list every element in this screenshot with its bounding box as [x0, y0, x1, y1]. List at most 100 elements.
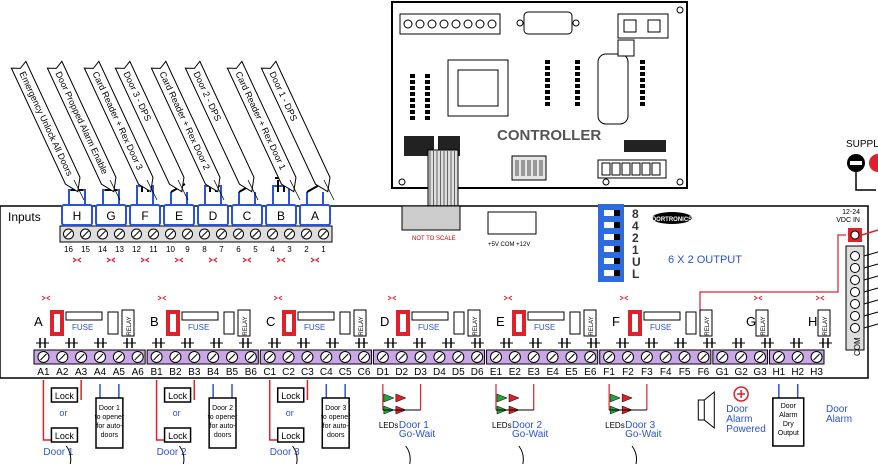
- opener3-label-line: doors: [327, 432, 345, 439]
- door2-label: Door 2: [157, 447, 187, 458]
- terminal-label: E1: [490, 367, 503, 378]
- not-to-scale-label: NOT TO SCALE: [412, 236, 456, 242]
- relay-label: RELAY: [359, 316, 365, 335]
- supply-screw: [850, 263, 860, 273]
- terminal-screw-slot: [643, 353, 651, 361]
- supply-screw: [850, 287, 860, 297]
- input-pin-number-line: 1: [321, 245, 326, 254]
- input-letter-line: G: [106, 209, 115, 223]
- relay: [817, 309, 831, 337]
- supply-wire: [863, 287, 878, 293]
- header-pin: [425, 110, 430, 114]
- input-screw-slot: [286, 230, 293, 238]
- alarm-dry-label-line: Output: [778, 430, 799, 437]
- fuse: [181, 311, 219, 321]
- input-pin-number: 5: [253, 245, 258, 254]
- input-pin-number: 12: [132, 245, 141, 254]
- terminal-label: A4: [94, 367, 107, 378]
- label-leader: [177, 179, 189, 201]
- pcb-pad: [611, 162, 621, 176]
- terminal-screw-slot: [341, 353, 349, 361]
- power-header: +5V COM +12V: [487, 211, 537, 248]
- relay: [755, 309, 769, 337]
- terminal-screw-slot: [775, 353, 783, 361]
- label-leader: [109, 179, 121, 201]
- terminal-label-line: C2: [282, 367, 295, 378]
- relay-letter: H: [808, 314, 817, 329]
- fuse-label-line: FUSE: [534, 323, 555, 332]
- terminal-label: F4: [660, 367, 672, 378]
- leds-label: LEDs: [605, 421, 625, 430]
- header-pin: [640, 72, 645, 76]
- lock-label-line: Lock: [281, 391, 301, 401]
- header-pin: [640, 102, 645, 106]
- terminal-label: D3: [414, 367, 427, 378]
- relay-letter-line: H: [808, 314, 817, 329]
- terminal-label-line: B2: [169, 367, 182, 378]
- header-pin: [425, 80, 430, 84]
- header-pin: [545, 66, 550, 70]
- input-letter-line: A: [311, 209, 319, 223]
- jumper-mark: [310, 257, 320, 263]
- relay: [467, 309, 481, 337]
- terminal-label: A2: [56, 367, 69, 378]
- terminal-label-line: E1: [490, 367, 503, 378]
- opener-box: [95, 397, 124, 449]
- pcb-pad: [415, 19, 425, 29]
- lead-wire: [179, 445, 185, 464]
- dip-knob: [614, 246, 620, 252]
- input-letter-line: E: [175, 209, 183, 223]
- door3-label: Door 3: [270, 447, 300, 458]
- input-screw-slot: [252, 230, 259, 238]
- ic-block: [624, 140, 666, 152]
- terminal-label-line: C5: [339, 367, 352, 378]
- opener-box: [208, 397, 237, 449]
- input-letter-line: B: [277, 209, 285, 223]
- input-screw-slot: [82, 230, 89, 238]
- terminal-label-line: B6: [245, 367, 258, 378]
- pcb-pad: [451, 19, 461, 29]
- opener2-label-line: to opener: [208, 414, 238, 421]
- pcb-pad: [463, 19, 473, 29]
- ribbon-cable: [427, 149, 459, 211]
- alarm-powered-label-line: Door: [726, 404, 748, 415]
- vdc-label-line: VDC IN: [836, 217, 860, 224]
- terminal-screw-slot: [266, 353, 274, 361]
- brand-text: DORTRONICS: [652, 217, 692, 223]
- top-label-flag: Door Propped Alarm Enable: [46, 60, 117, 193]
- lock-box: [276, 427, 305, 443]
- input-pin-number: 7: [219, 245, 224, 254]
- input-letter: G: [106, 209, 115, 223]
- lock-box: [163, 427, 192, 443]
- terminal-screw-slot: [190, 353, 198, 361]
- lock-label: Lock: [55, 431, 75, 441]
- terminal-label: E6: [584, 367, 597, 378]
- label-flag-shape: [46, 60, 117, 193]
- switch-wire: [272, 185, 290, 205]
- header-pin: [545, 60, 550, 64]
- jumper-mark: [140, 257, 150, 263]
- terminal-strip: [372, 349, 486, 365]
- input-pin-number: 2: [304, 245, 309, 254]
- input-pin-number-line: 10: [166, 245, 175, 254]
- input-pair-box: [95, 204, 127, 226]
- terminal-label-line: H3: [810, 367, 823, 378]
- opener1-label-line: doors: [101, 432, 119, 439]
- terminal-label-line: B1: [150, 367, 163, 378]
- relay-letter: D: [380, 314, 389, 329]
- supply-screw: [850, 230, 860, 240]
- relay-letter: B: [150, 314, 159, 329]
- label-flag-shape: [83, 60, 154, 193]
- db9-screw: [516, 19, 524, 27]
- relay-letter: F: [612, 314, 620, 329]
- terminal-label: C3: [301, 367, 314, 378]
- terminal-screw-slot: [209, 353, 217, 361]
- input-pin-number-line: 11: [149, 245, 158, 254]
- input-pair-box: [231, 204, 263, 226]
- dip-toggle: [604, 246, 620, 252]
- gowait3-label-line: Go-Wait: [625, 429, 662, 440]
